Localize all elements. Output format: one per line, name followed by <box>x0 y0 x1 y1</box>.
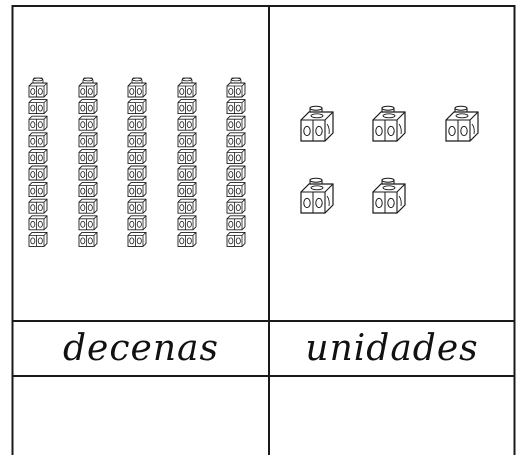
rod-cube <box>178 232 196 246</box>
rod-cube <box>79 199 97 213</box>
rod-cube <box>178 216 196 230</box>
rod-cube <box>178 149 196 163</box>
rod-cube <box>29 133 47 147</box>
rod-cube <box>178 199 196 213</box>
rod-cube <box>79 183 97 197</box>
tens-rod <box>128 78 146 246</box>
unit-cube <box>301 178 333 213</box>
rod-cube <box>79 216 97 230</box>
rod-cube <box>227 83 245 97</box>
unit-cube <box>301 106 333 141</box>
rod-cube <box>128 199 146 213</box>
rod-cube <box>227 183 245 197</box>
rod-cube <box>227 199 245 213</box>
units-header: unidades <box>305 328 478 369</box>
rod-cube <box>79 83 97 97</box>
rod-cube <box>227 116 245 130</box>
rod-cube <box>79 232 97 246</box>
outer-border <box>13 6 515 455</box>
rod-cube <box>29 166 47 180</box>
rod-cube <box>178 133 196 147</box>
table-grid <box>13 6 515 455</box>
rod-cube <box>29 149 47 163</box>
rod-cube <box>79 116 97 130</box>
tens-rods <box>29 78 245 246</box>
rod-cube <box>29 183 47 197</box>
rod-cube <box>128 116 146 130</box>
unit-cube <box>373 106 405 141</box>
rod-cube <box>79 149 97 163</box>
tens-rod <box>79 78 97 246</box>
rod-cube <box>29 100 47 114</box>
rod-cube <box>29 83 47 97</box>
rod-cube <box>128 232 146 246</box>
rod-cube <box>29 199 47 213</box>
rod-cube <box>178 183 196 197</box>
rod-cube <box>29 232 47 246</box>
unit-cube <box>446 106 478 141</box>
unit-cube <box>373 178 405 213</box>
rod-cube <box>227 216 245 230</box>
rod-cube <box>178 100 196 114</box>
rod-cube <box>227 166 245 180</box>
rod-cube <box>29 116 47 130</box>
rod-cube <box>178 83 196 97</box>
rod-cube <box>227 232 245 246</box>
rod-cube <box>128 166 146 180</box>
rod-cube <box>178 116 196 130</box>
unit-cubes <box>301 106 478 213</box>
rod-cube <box>79 166 97 180</box>
rod-cube <box>128 100 146 114</box>
rod-cube <box>128 133 146 147</box>
rod-cube <box>227 100 245 114</box>
rod-cube <box>29 216 47 230</box>
tens-rod <box>29 78 47 246</box>
rod-cube <box>227 133 245 147</box>
rod-cube <box>128 216 146 230</box>
tens-rod <box>227 78 245 246</box>
rod-cube <box>227 149 245 163</box>
tens-header: decenas <box>63 328 219 369</box>
rod-cube <box>128 149 146 163</box>
rod-cube <box>128 83 146 97</box>
rod-cube <box>178 166 196 180</box>
rod-cube <box>79 100 97 114</box>
rod-cube <box>128 183 146 197</box>
tens-rod <box>178 78 196 246</box>
rod-cube <box>79 133 97 147</box>
